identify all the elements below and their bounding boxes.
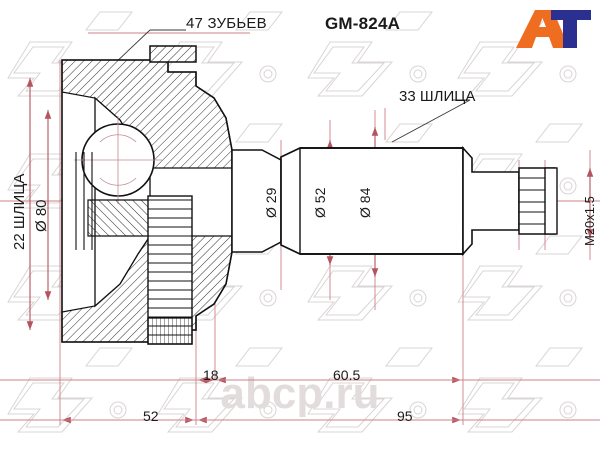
label-outer-splines: 33 ШЛИЦА <box>399 88 476 105</box>
cv-joint-body <box>61 45 558 345</box>
thread-tip <box>544 167 558 235</box>
label-inner-diameter: Ø 80 <box>33 199 50 232</box>
at-brand-logo <box>516 10 591 48</box>
label-length-95: 95 <box>397 408 413 424</box>
label-dia-52: Ø 52 <box>312 187 328 218</box>
label-length-52: 52 <box>143 408 159 424</box>
leader-lines <box>111 29 471 143</box>
ball-crosshair <box>74 116 162 204</box>
label-dia-84: Ø 84 <box>357 187 373 218</box>
label-outer-teeth: 47 ЗУБЬЕВ <box>186 15 267 32</box>
label-thread-spec: M20x1.5 <box>582 196 597 246</box>
label-inner-splines: 22 ШЛИЦА <box>11 173 28 250</box>
label-length-60-5: 60.5 <box>333 367 361 383</box>
tone-ring-spline-band <box>147 317 193 345</box>
hub-slots <box>75 152 93 250</box>
label-dia-29: Ø 29 <box>263 187 279 218</box>
label-length-18: 18 <box>203 367 219 383</box>
cage-hatch <box>87 199 151 237</box>
logo-letter-t <box>551 10 591 48</box>
part-number-label: GM-824A <box>325 14 401 33</box>
